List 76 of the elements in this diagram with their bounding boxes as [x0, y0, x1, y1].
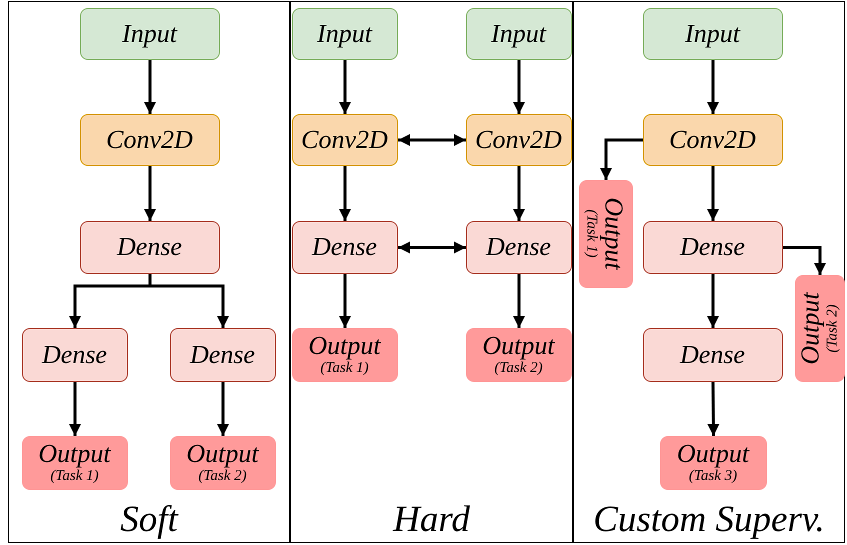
conv-layer-box: [292, 114, 398, 166]
layer-label: Conv2D: [106, 126, 193, 152]
dense-layer-box: [170, 328, 276, 382]
arrow: [513, 166, 525, 221]
arrow: [148, 274, 229, 328]
input-layer-box: [292, 8, 398, 60]
task-label: (Task 2): [826, 304, 841, 352]
layer-label: Input: [122, 20, 177, 46]
arrow: [144, 166, 156, 221]
arrow: [707, 60, 719, 114]
task-label: (Task 1): [584, 209, 599, 258]
dense-layer-box: [292, 220, 398, 274]
layer-label: Input: [685, 20, 740, 46]
output-box: [22, 436, 128, 490]
conv-layer-box: [466, 114, 572, 166]
arrow: [398, 242, 466, 254]
output-box: [578, 180, 632, 288]
layer-label: Dense: [486, 234, 551, 260]
layer-label: Dense: [190, 342, 255, 368]
arrow: [69, 382, 81, 436]
arrow: [513, 60, 525, 114]
output-box: [794, 274, 844, 382]
input-layer-box: [642, 8, 782, 60]
layer-label: Output: [308, 333, 381, 359]
arrow: [339, 166, 351, 221]
output-box: [660, 436, 766, 490]
conv-layer-box: [642, 114, 782, 166]
output-box: [292, 328, 398, 382]
dense-layer-box: [466, 220, 572, 274]
panel-frame: [8, 1, 290, 543]
task-label: (Task 3): [688, 469, 738, 484]
arrow: [144, 60, 156, 114]
layer-label: Output: [676, 441, 750, 467]
arrow: [600, 138, 643, 180]
arrow: [707, 166, 719, 221]
layer-label: Dense: [312, 234, 377, 260]
arrow: [339, 60, 351, 114]
panel-title: Hard: [393, 501, 470, 538]
layer-label: Output: [798, 292, 824, 364]
arrow: [513, 274, 525, 328]
layer-label: Conv2D: [475, 126, 562, 152]
layer-label: Dense: [680, 342, 745, 368]
output-box: [466, 328, 572, 382]
panel-frame: [290, 1, 573, 543]
output-box: [170, 436, 276, 490]
arrow: [398, 134, 466, 146]
arrow: [783, 246, 826, 275]
conv-layer-box: [80, 114, 220, 166]
layer-label: Input: [491, 20, 546, 46]
layer-label: Dense: [117, 234, 182, 260]
task-label: (Task 1): [50, 469, 99, 484]
dense-layer-box: [642, 220, 782, 274]
arrow: [339, 274, 351, 328]
arrow: [217, 382, 229, 436]
panel-title: Soft: [120, 501, 178, 538]
dense-layer-box: [642, 328, 782, 382]
panel-title: Custom Superv.: [593, 501, 825, 538]
layer-label: Conv2D: [669, 126, 756, 152]
layer-label: Output: [186, 441, 259, 467]
layer-label: Input: [317, 20, 372, 46]
input-layer-box: [80, 8, 220, 60]
input-layer-box: [466, 8, 572, 60]
panel-frame: [573, 1, 845, 543]
task-label: (Task 2): [198, 469, 247, 484]
task-label: (Task 2): [494, 361, 543, 376]
dense-layer-box: [80, 220, 220, 274]
layer-label: Output: [601, 197, 627, 270]
layer-label: Conv2D: [301, 126, 388, 152]
dense-layer-box: [22, 328, 128, 382]
arrow: [707, 274, 719, 328]
layer-label: Output: [38, 441, 111, 467]
layer-label: Output: [482, 333, 555, 359]
layer-label: Dense: [680, 234, 745, 260]
arrow: [707, 382, 720, 436]
task-label: (Task 1): [320, 361, 369, 376]
layer-label: Dense: [42, 342, 107, 368]
